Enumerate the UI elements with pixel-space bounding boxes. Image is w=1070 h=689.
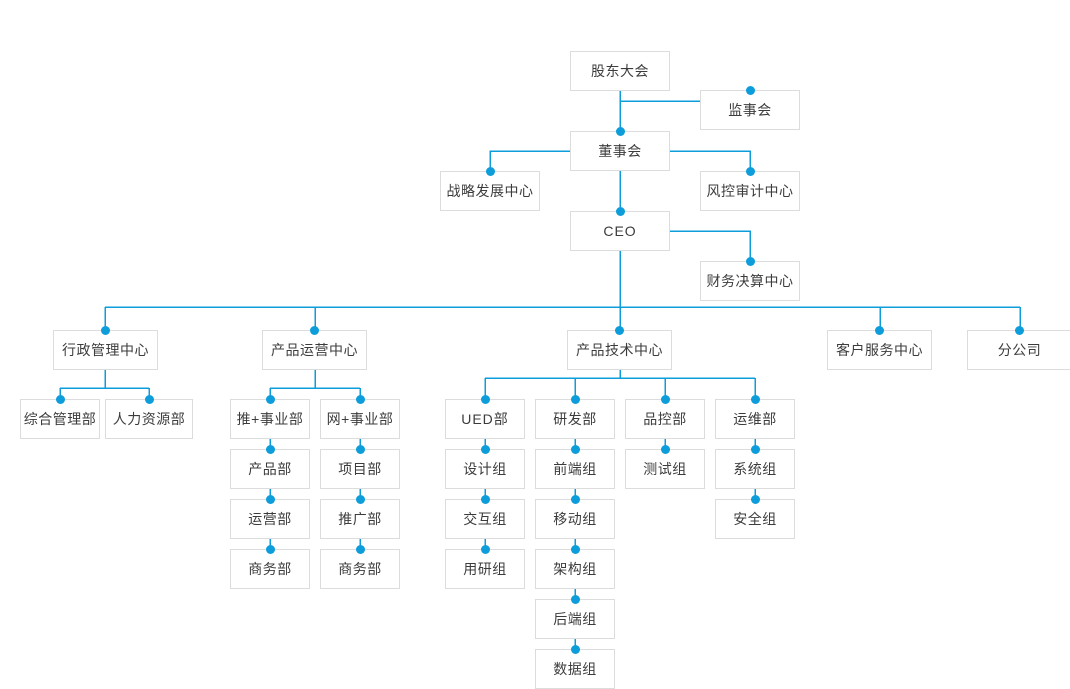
org-node[interactable]: 产品部 — [230, 449, 310, 489]
connector-dot-icon — [750, 444, 760, 454]
org-node[interactable]: 安全组 — [715, 499, 795, 539]
org-node[interactable]: 用研组 — [445, 549, 525, 589]
org-node[interactable]: 品控部 — [625, 399, 705, 439]
org-node[interactable]: 交互组 — [445, 499, 525, 539]
connector-dot-icon — [570, 444, 580, 454]
org-node[interactable]: 人力资源部 — [105, 399, 193, 439]
connector-dot-icon — [570, 544, 580, 554]
connector-dot-icon — [480, 444, 490, 454]
connector-dot-icon — [144, 394, 154, 404]
connector-dot-icon — [310, 325, 319, 335]
connector-dot-icon — [265, 394, 275, 404]
org-node[interactable]: 财务决算中心 — [700, 261, 800, 301]
org-node[interactable]: 行政管理中心 — [53, 330, 158, 370]
connector-dot-icon — [745, 166, 755, 176]
org-node[interactable]: 后端组 — [535, 599, 615, 639]
org-node[interactable]: 董事会 — [570, 131, 670, 171]
org-node[interactable]: 前端组 — [535, 449, 615, 489]
org-node[interactable]: 数据组 — [535, 649, 615, 689]
org-node[interactable]: 综合管理部 — [20, 399, 100, 439]
org-node[interactable]: 风控审计中心 — [700, 171, 800, 211]
org-node[interactable]: 战略发展中心 — [440, 171, 540, 211]
connector-dot-icon — [355, 444, 365, 454]
org-node[interactable]: 商务部 — [230, 549, 310, 589]
org-node[interactable]: 推广部 — [320, 499, 400, 539]
connector-dot-icon — [660, 444, 670, 454]
org-node[interactable]: 系统组 — [715, 449, 795, 489]
connector-dot-icon — [570, 594, 580, 604]
connector-dot-icon — [570, 644, 580, 654]
connector-dot-icon — [101, 325, 110, 335]
connector-dot-icon — [265, 444, 275, 454]
connector-dot-icon — [55, 394, 65, 404]
connector-dot-icon — [570, 494, 580, 504]
connector-dot-icon — [615, 325, 624, 335]
org-node[interactable]: 产品技术中心 — [567, 330, 672, 370]
org-node[interactable]: 项目部 — [320, 449, 400, 489]
connector-dot-icon — [660, 394, 670, 404]
org-node[interactable]: 架构组 — [535, 549, 615, 589]
connector-dot-icon — [1015, 325, 1024, 335]
org-node[interactable]: 监事会 — [700, 90, 800, 130]
connector-dot-icon — [745, 256, 755, 266]
org-node[interactable]: 移动组 — [535, 499, 615, 539]
connector-dot-icon — [265, 544, 275, 554]
connector-dot-icon — [480, 494, 490, 504]
org-node[interactable]: UED部 — [445, 399, 525, 439]
connector-dot-icon — [355, 494, 365, 504]
connector-dot-icon — [355, 394, 365, 404]
connector-dot-icon — [745, 85, 755, 95]
connector-dot-icon — [480, 394, 490, 404]
connector-dot-icon — [750, 494, 760, 504]
connector-dot-icon — [615, 206, 625, 216]
connector-dot-icon — [615, 126, 625, 136]
org-node[interactable]: 客户服务中心 — [827, 330, 932, 370]
org-node[interactable]: CEO — [570, 211, 670, 251]
org-node[interactable]: 运营部 — [230, 499, 310, 539]
org-node[interactable]: 推+事业部 — [230, 399, 310, 439]
connector-dot-icon — [355, 544, 365, 554]
org-node[interactable]: 商务部 — [320, 549, 400, 589]
org-node[interactable]: 设计组 — [445, 449, 525, 489]
org-node[interactable]: 股东大会 — [570, 51, 670, 91]
org-node[interactable]: 运维部 — [715, 399, 795, 439]
org-node[interactable]: 研发部 — [535, 399, 615, 439]
org-node[interactable]: 产品运营中心 — [262, 330, 367, 370]
connector-dot-icon — [570, 394, 580, 404]
org-node[interactable]: 分公司 — [967, 330, 1070, 370]
connector-dot-icon — [480, 544, 490, 554]
connector-dot-icon — [875, 325, 884, 335]
connector-dot-icon — [265, 494, 275, 504]
connector-dot-icon — [485, 166, 495, 176]
org-node[interactable]: 网+事业部 — [320, 399, 400, 439]
connector-dot-icon — [750, 394, 760, 404]
org-node[interactable]: 测试组 — [625, 449, 705, 489]
